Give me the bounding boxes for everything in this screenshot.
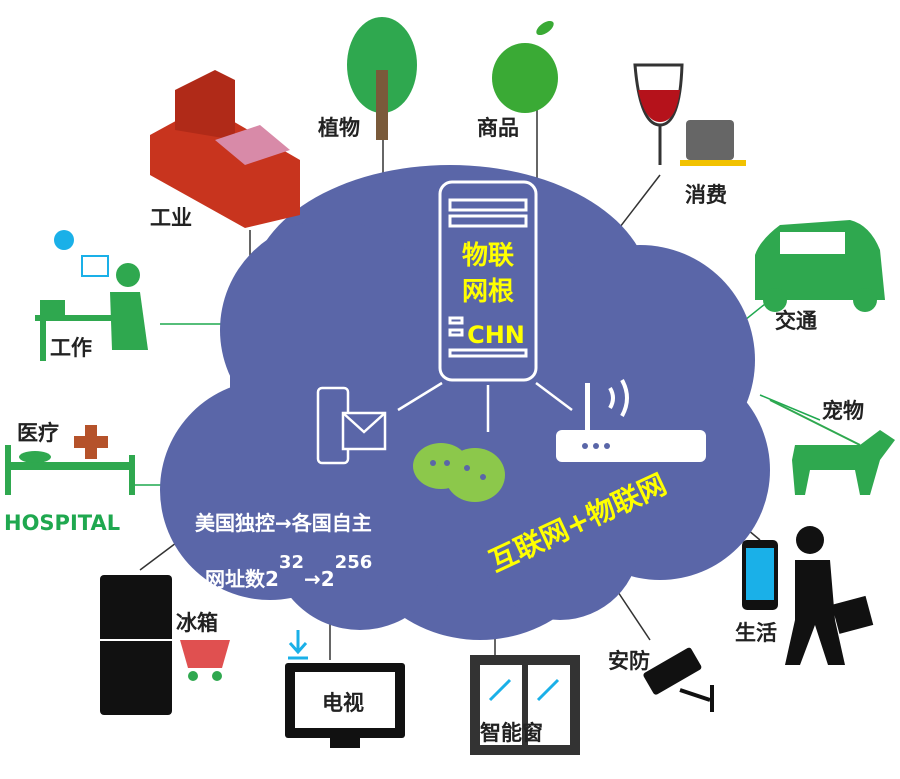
label-tv: 电视 xyxy=(322,691,364,715)
dog-icon xyxy=(769,399,895,495)
label-industry: 工业 xyxy=(150,206,192,230)
fridge-icon xyxy=(100,575,230,715)
wine-coffee-icon xyxy=(633,63,746,166)
label-traffic: 交通 xyxy=(775,309,817,333)
work-desk-icon xyxy=(35,230,148,361)
label-smart-window: 智能窗 xyxy=(480,721,543,745)
apple-icon xyxy=(492,20,558,113)
label-hospital: HOSPITAL xyxy=(4,511,120,535)
label-life: 生活 xyxy=(735,621,777,645)
control-text: 美国独控→各国自主 xyxy=(195,511,372,535)
label-plants: 植物 xyxy=(318,116,360,140)
businessman-phone-icon xyxy=(742,526,874,665)
label-security: 安防 xyxy=(608,649,650,673)
label-pets: 宠物 xyxy=(822,399,864,423)
factory-icon xyxy=(150,70,300,228)
tree-icon xyxy=(347,17,417,140)
label-work: 工作 xyxy=(50,336,92,360)
server-line1: 物联 xyxy=(462,241,514,271)
cloud xyxy=(160,165,770,640)
car-icon xyxy=(755,220,885,312)
mail-server-icon xyxy=(316,386,387,465)
hospital-bed-icon xyxy=(5,425,135,495)
router-icon xyxy=(556,379,706,462)
label-medical: 医疗 xyxy=(17,421,59,445)
label-fridge: 冰箱 xyxy=(176,611,218,635)
arrows xyxy=(397,381,573,432)
label-goods: 商品 xyxy=(477,116,519,140)
window-icon xyxy=(470,655,580,755)
tv-icon xyxy=(285,630,405,748)
camera-icon xyxy=(643,647,714,712)
wechat-icon xyxy=(413,443,505,502)
server-code: CHN xyxy=(467,321,525,349)
label-consumption: 消费 xyxy=(685,183,727,207)
address-text: 网址数232→2256 xyxy=(205,552,372,591)
server-icon xyxy=(438,180,538,382)
server-line2: 网根 xyxy=(462,277,514,307)
